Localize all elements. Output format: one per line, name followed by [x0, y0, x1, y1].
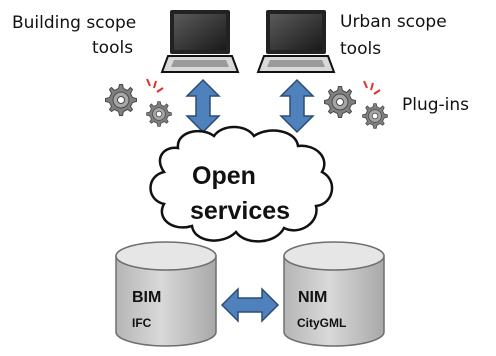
- urban-tools-label-line2: tools: [340, 39, 381, 59]
- bim-subtitle: IFC: [132, 316, 152, 330]
- double-arrow-icon-right: [279, 78, 315, 134]
- gear-icon-right-a: [324, 86, 356, 118]
- laptop-icon-urban: [256, 10, 336, 73]
- laptop-icon-building: [160, 10, 240, 73]
- building-tools-label-line1: Building scope: [12, 13, 136, 33]
- bim-title: BIM: [132, 289, 161, 306]
- building-tools-label-line2: tools: [92, 38, 133, 58]
- nim-subtitle: CityGML: [297, 316, 346, 330]
- gear-icon-right-b: [362, 103, 388, 129]
- plugins-label: Plug-ins: [402, 95, 469, 115]
- database-cylinder-icon-nim: [283, 241, 385, 347]
- nim-title: NIM: [298, 289, 327, 306]
- urban-tools-label-line1: Urban scope: [340, 12, 447, 32]
- cloud-icon: [149, 125, 334, 243]
- spark-icon-right: [363, 80, 381, 95]
- double-arrow-icon-left: [185, 78, 221, 134]
- spark-icon-left: [146, 78, 164, 93]
- cloud-label-line1: Open: [192, 162, 256, 190]
- gear-icon-left-b: [146, 101, 172, 127]
- double-arrow-icon-db-link: [220, 287, 280, 323]
- cloud-label-line2: services: [190, 197, 290, 225]
- gear-icon-left-a: [105, 84, 137, 116]
- database-cylinder-icon-bim: [115, 241, 217, 347]
